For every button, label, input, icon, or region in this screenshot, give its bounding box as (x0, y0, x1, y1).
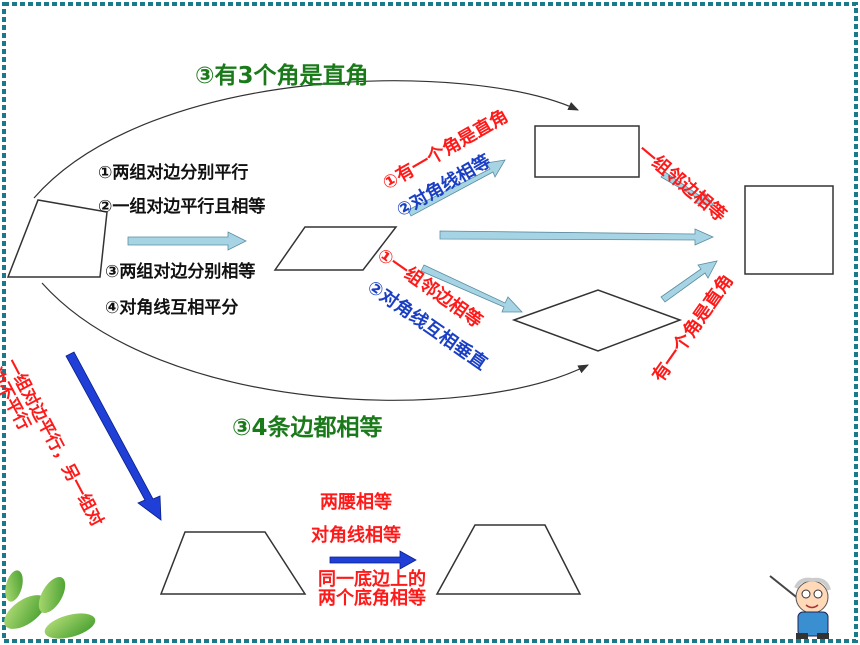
isosceles-trapezoid-shape (435, 524, 582, 595)
parallelogram-shape (273, 226, 398, 271)
trapezoid-shape (159, 531, 307, 595)
green-leaves-icon (4, 570, 96, 639)
arrow-to-trapezoid (65, 351, 162, 521)
parallelogram-condition-2: ②一组对边平行且相等 (98, 197, 266, 217)
arrow-to-square-middle (439, 228, 714, 246)
bottom-arc-label: ③4条边都相等 (232, 415, 383, 441)
arrow-to-parallelogram (127, 231, 247, 251)
isosceles-condition-2: 对角线相等 (311, 525, 401, 546)
parallelogram-condition-1: ①两组对边分别平行 (98, 163, 249, 183)
rhombus-shape (511, 289, 683, 352)
top-arc-arrow (33, 80, 579, 199)
square-shape (744, 185, 834, 275)
bottom-arc-arrow (41, 282, 589, 401)
top-arc-label: ③有3个角是直角 (195, 63, 369, 89)
parallelogram-condition-3: ③两组对边分别相等 (105, 262, 256, 282)
arrow-to-rhombus (420, 264, 523, 313)
isosceles-condition-3: 同一底边上的两个底角相等 (318, 569, 426, 609)
rectangle-shape (534, 125, 640, 178)
quadrilateral-shape (6, 199, 108, 278)
arrow-to-isosceles-trapezoid (329, 550, 417, 570)
arrow-rectangle-to-square (660, 171, 715, 207)
parallelogram-condition-4: ④对角线互相平分 (105, 298, 239, 318)
teacher-cartoon-icon (769, 575, 831, 639)
arrow-to-rectangle (407, 159, 506, 217)
isosceles-condition-1: 两腰相等 (320, 492, 392, 513)
arrow-rhombus-to-square (660, 260, 718, 303)
